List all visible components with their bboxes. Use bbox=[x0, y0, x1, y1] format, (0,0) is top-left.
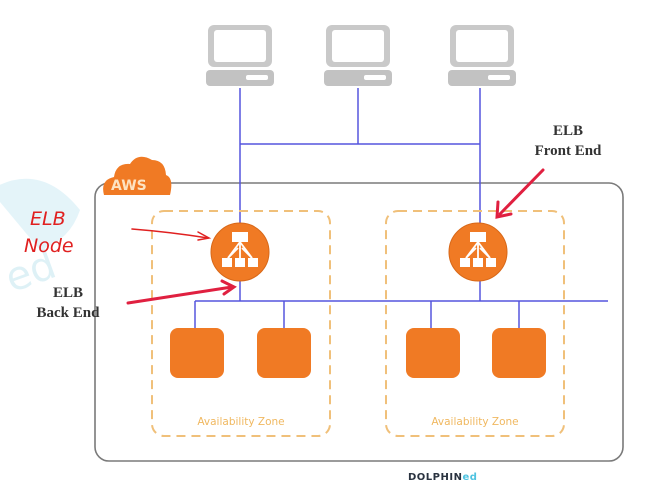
ec2-instance-icon bbox=[492, 328, 546, 378]
laptop-icon bbox=[206, 25, 274, 86]
ec2-instance-icon bbox=[257, 328, 311, 378]
availability-zone-label: Availability Zone bbox=[431, 416, 518, 428]
load-balancer-icon bbox=[210, 222, 270, 282]
aws-cloud-badge: AWS bbox=[103, 156, 172, 195]
elb-front-end-label: ELB Front End bbox=[535, 123, 602, 159]
front-end-line2: Front End bbox=[535, 143, 602, 159]
arrow-elb-node bbox=[131, 228, 212, 241]
brand-text: DOLPHINed bbox=[408, 472, 477, 483]
arrow-front-end bbox=[495, 168, 545, 219]
arrow-back-end bbox=[126, 279, 237, 305]
front-end-line1: ELB bbox=[553, 123, 583, 139]
availability-zone-label: Availability Zone bbox=[197, 416, 284, 428]
footer-brand-logo: DOLPHINed bbox=[408, 472, 477, 483]
back-end-line1: ELB bbox=[53, 285, 83, 301]
laptop-icon bbox=[448, 25, 516, 86]
aws-cloud-boundary bbox=[94, 182, 624, 462]
node-line1: ELB bbox=[30, 208, 66, 230]
back-end-line2: Back End bbox=[37, 305, 101, 321]
ec2-instance-icon bbox=[170, 328, 224, 378]
load-balancer-icon bbox=[448, 222, 508, 282]
availability-zone-2: Availability Zone bbox=[385, 210, 565, 437]
availability-zone-1: Availability Zone bbox=[151, 210, 331, 437]
elb-back-end-label: ELB Back End bbox=[37, 285, 101, 321]
handwritten-elb-node-label: ELB Node bbox=[24, 208, 74, 257]
network-connectors bbox=[194, 88, 608, 328]
node-line2: Node bbox=[24, 235, 74, 257]
aws-label: AWS bbox=[111, 178, 147, 194]
ec2-instance-icon bbox=[406, 328, 460, 378]
laptop-icon bbox=[324, 25, 392, 86]
